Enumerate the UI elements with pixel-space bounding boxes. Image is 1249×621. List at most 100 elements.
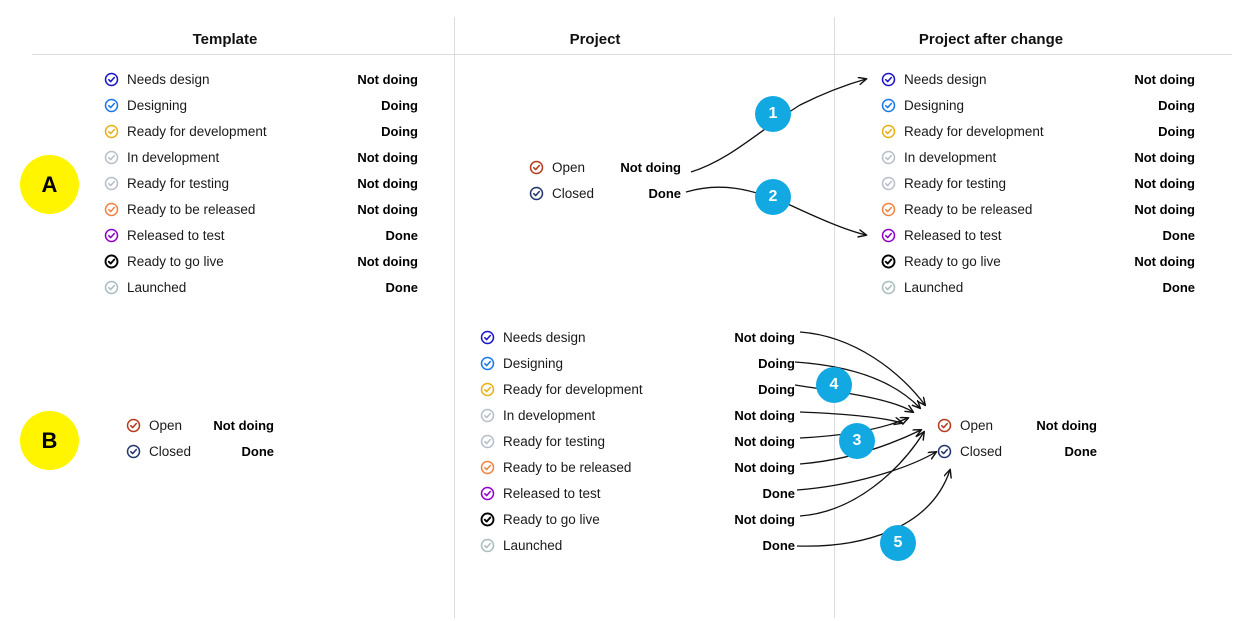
check-circle-icon <box>480 356 495 371</box>
status-row: Open Not doing <box>529 154 681 180</box>
column-title-project: Project <box>569 31 621 48</box>
status-name: Released to test <box>904 227 1002 243</box>
status-row: Ready for testing Not doing <box>881 170 1195 196</box>
step-badge-4: 4 <box>816 367 852 403</box>
status-value: Not doing <box>620 159 681 175</box>
section-badge-a: A <box>20 155 79 214</box>
status-value: Not doing <box>734 511 795 527</box>
status-name: In development <box>904 149 997 165</box>
status-name: Launched <box>503 537 563 553</box>
status-row: Released to test Done <box>480 480 795 506</box>
check-circle-icon <box>881 280 896 295</box>
step-badge-1: 1 <box>755 96 791 132</box>
check-circle-icon <box>480 408 495 423</box>
status-value: Not doing <box>1134 149 1195 165</box>
check-circle-icon <box>529 186 544 201</box>
status-value: Done <box>241 443 275 459</box>
status-name: Closed <box>149 443 192 459</box>
status-value: Not doing <box>357 149 418 165</box>
status-name: Designing <box>127 97 188 113</box>
status-value: Doing <box>1158 123 1195 139</box>
check-circle-icon <box>480 486 495 501</box>
status-row: Ready to be released Not doing <box>104 196 418 222</box>
status-value: Not doing <box>1134 201 1195 217</box>
status-name: Open <box>149 417 183 433</box>
status-value: Not doing <box>357 71 418 87</box>
status-name: Ready for testing <box>904 175 1007 191</box>
status-value: Not doing <box>734 459 795 475</box>
section-badge-b: B <box>20 411 79 470</box>
check-circle-icon <box>104 228 119 243</box>
check-circle-icon <box>104 124 119 139</box>
status-value: Done <box>648 185 682 201</box>
status-name: Designing <box>503 355 564 371</box>
status-value: Not doing <box>357 201 418 217</box>
status-value: Doing <box>381 123 418 139</box>
check-circle-icon <box>104 176 119 191</box>
step-badge-2: 2 <box>755 179 791 215</box>
check-circle-icon <box>480 330 495 345</box>
arrow-b-launched <box>796 470 950 547</box>
status-name: Ready for testing <box>127 175 230 191</box>
status-name: Ready to be released <box>127 201 256 217</box>
status-value: Done <box>762 485 796 501</box>
status-value: Not doing <box>1134 175 1195 191</box>
column-divider-1 <box>454 17 455 618</box>
status-name: Ready for development <box>127 123 267 139</box>
arrow-b-ready-for-development <box>794 384 913 412</box>
check-circle-icon <box>126 418 141 433</box>
status-value: Done <box>1162 279 1196 295</box>
check-circle-icon <box>529 160 544 175</box>
status-row: Open Not doing <box>126 412 274 438</box>
status-row: In development Not doing <box>104 144 418 170</box>
status-value: Done <box>385 279 419 295</box>
status-row: Launched Done <box>104 274 418 300</box>
check-circle-icon <box>104 280 119 295</box>
status-name: In development <box>127 149 220 165</box>
status-row: Open Not doing <box>937 412 1097 438</box>
column-divider-2 <box>834 17 835 618</box>
status-value: Not doing <box>357 175 418 191</box>
status-value: Not doing <box>1134 253 1195 269</box>
status-row: Released to test Done <box>104 222 418 248</box>
status-value: Doing <box>381 97 418 113</box>
status-value: Not doing <box>213 417 274 433</box>
check-circle-icon <box>881 124 896 139</box>
status-name: Needs design <box>127 71 210 87</box>
step-badge-3: 3 <box>839 423 875 459</box>
check-circle-icon <box>480 512 495 527</box>
status-name: Launched <box>127 279 187 295</box>
step-badge-5: 5 <box>880 525 916 561</box>
check-circle-icon <box>126 444 141 459</box>
arrow-b-released-to-test <box>796 452 936 491</box>
status-row: Ready for development Doing <box>104 118 418 144</box>
check-circle-icon <box>480 460 495 475</box>
status-name: Open <box>960 417 994 433</box>
status-name: Ready to be released <box>503 459 632 475</box>
status-value: Not doing <box>734 407 795 423</box>
status-name: Released to test <box>127 227 225 243</box>
check-circle-icon <box>104 150 119 165</box>
check-circle-icon <box>104 254 119 269</box>
status-value: Not doing <box>1036 417 1097 433</box>
status-value: Done <box>385 227 419 243</box>
status-name: Released to test <box>503 485 601 501</box>
status-name: Open <box>552 159 586 175</box>
column-title-project-after: Project after change <box>918 31 1064 48</box>
check-circle-icon <box>881 150 896 165</box>
status-name: Closed <box>960 443 1003 459</box>
